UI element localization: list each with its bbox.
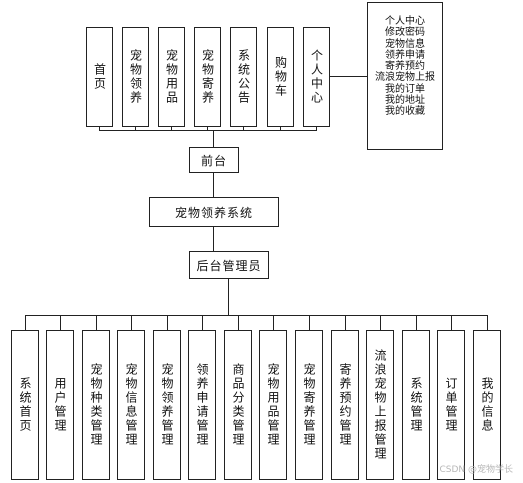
front-module-box: 宠物领养 (122, 27, 149, 127)
system-root-node: 宠物领养系统 (149, 197, 279, 227)
front-module-box: 首页 (86, 27, 113, 127)
connector-line (309, 315, 310, 330)
admin-module-label: 流浪宠物上报管理 (373, 349, 387, 461)
front-module-box: 宠物用品 (158, 27, 185, 127)
connector-line (96, 315, 97, 330)
connector-line (202, 315, 203, 330)
connector-line (330, 76, 367, 77)
admin-module-box: 订单管理 (437, 330, 465, 480)
front-module-box: 个人中心 (303, 27, 330, 127)
front-module-box: 购物车 (267, 27, 294, 127)
connector-line (167, 315, 168, 330)
front-module-box: 宠物寄养 (194, 27, 221, 127)
front-module-label: 系统公告 (236, 49, 251, 105)
watermark-text: CSDN @宠物学长 (439, 465, 513, 475)
front-module-box: 系统公告 (230, 27, 257, 127)
personal-center-item: 流浪宠物上报 (375, 72, 435, 84)
personal-center-item: 我的地址 (385, 95, 425, 107)
connector-line (213, 130, 214, 147)
personal-center-item: 寄养预约 (385, 61, 425, 73)
connector-line (213, 173, 214, 197)
personal-center-item: 修改密码 (385, 27, 425, 39)
connector-line (243, 127, 244, 131)
front-module-label: 宠物用品 (164, 49, 179, 105)
admin-module-box: 宠物种类管理 (82, 330, 110, 480)
personal-center-item: 宠物信息 (385, 38, 425, 50)
admin-module-box: 宠物用品管理 (259, 330, 287, 480)
admin-module-box: 领养申请管理 (188, 330, 216, 480)
admin-module-box: 我的信息 (473, 330, 501, 480)
admin-module-label: 领养申请管理 (195, 363, 209, 447)
connector-line (316, 127, 317, 131)
admin-module-label: 寄养预约管理 (338, 363, 352, 447)
connector-line (280, 127, 281, 131)
connector-line (99, 127, 100, 131)
front-module-label: 个人中心 (309, 49, 324, 105)
admin-module-label: 用户管理 (53, 377, 67, 433)
admin-module-box: 宠物领养管理 (153, 330, 181, 480)
system-label: 宠物领养系统 (174, 205, 253, 220)
admin-module-box: 系统管理 (402, 330, 430, 480)
admin-module-box: 宠物寄养管理 (295, 330, 323, 480)
connector-line (451, 315, 452, 330)
admin-module-label: 我的信息 (480, 377, 494, 433)
front-module-label: 宠物寄养 (200, 49, 215, 105)
connector-line (135, 127, 136, 131)
admin-label: 后台管理员 (196, 258, 262, 273)
admin-module-box: 宠物信息管理 (117, 330, 145, 480)
admin-module-label: 宠物信息管理 (124, 363, 138, 447)
front-module-label: 购物车 (273, 56, 288, 98)
admin-module-box: 流浪宠物上报管理 (366, 330, 394, 480)
connector-line (60, 315, 61, 330)
personal-center-list: 个人中心 修改密码 宠物信息 领养申请 寄养预约 流浪宠物上报 我的订单 我的地… (367, 2, 443, 150)
admin-module-box: 用户管理 (46, 330, 74, 480)
connector-line (228, 279, 229, 315)
personal-center-item: 我的收藏 (385, 106, 425, 118)
admin-node: 后台管理员 (189, 251, 269, 279)
admin-module-label: 订单管理 (444, 377, 458, 433)
connector-line (25, 315, 487, 316)
connector-line (273, 315, 274, 330)
connector-line (345, 315, 346, 330)
front-node: 前台 (189, 147, 239, 173)
admin-module-label: 系统首页 (18, 377, 32, 433)
admin-module-box: 商品分类管理 (224, 330, 252, 480)
connector-line (99, 130, 317, 131)
admin-module-box: 寄养预约管理 (331, 330, 359, 480)
connector-line (207, 127, 208, 131)
admin-module-label: 系统管理 (409, 377, 423, 433)
personal-center-item: 我的订单 (385, 83, 425, 95)
connector-line (416, 315, 417, 330)
admin-module-label: 宠物寄养管理 (302, 363, 316, 447)
connector-line (131, 315, 132, 330)
admin-module-label: 宠物用品管理 (266, 363, 280, 447)
connector-line (487, 315, 488, 330)
front-label: 前台 (200, 153, 227, 168)
front-module-label: 宠物领养 (128, 49, 143, 105)
personal-center-item: 领养申请 (385, 49, 425, 61)
admin-module-box: 系统首页 (11, 330, 39, 480)
connector-line (238, 315, 239, 330)
admin-module-label: 商品分类管理 (231, 363, 245, 447)
admin-module-label: 宠物种类管理 (89, 363, 103, 447)
connector-line (25, 315, 26, 330)
connector-line (213, 227, 214, 251)
personal-center-item: 个人中心 (385, 16, 425, 27)
front-module-label: 首页 (92, 63, 107, 91)
connector-line (171, 127, 172, 131)
admin-module-label: 宠物领养管理 (160, 363, 174, 447)
connector-line (380, 315, 381, 330)
